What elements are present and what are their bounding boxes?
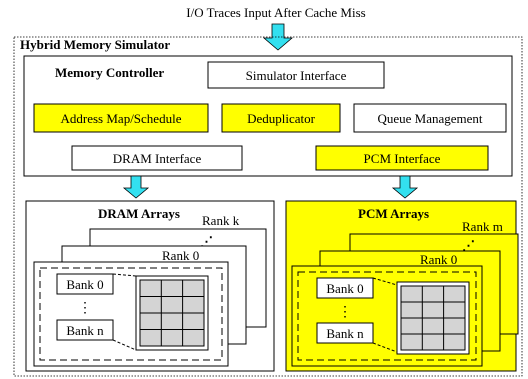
- address-map-box: [33, 103, 209, 133]
- pcm-cell-grid: [396, 281, 470, 355]
- dram-zoom-line-bottom: [112, 339, 137, 351]
- pcm-interface-label: PCM Interface: [364, 151, 441, 166]
- pcm-arrays-title: PCM Arrays: [358, 206, 429, 221]
- dram-interface-box: [71, 145, 243, 171]
- simulator-interface-label: Simulator Interface: [246, 68, 347, 83]
- dram-arrays-title: DRAM Arrays: [98, 206, 180, 221]
- dram-rank-dots: ⋰: [200, 234, 213, 249]
- pcm-bank-n-label: Bank n: [326, 326, 364, 341]
- dram-rank-0-label: Rank 0: [162, 248, 199, 263]
- simulator-frame: [13, 36, 523, 377]
- dram-cell-grid: [135, 275, 209, 351]
- dram-interface-label: DRAM Interface: [113, 151, 202, 166]
- dram-bank-n-label: Bank n: [66, 323, 104, 338]
- deduplicator-box: [221, 103, 341, 133]
- dram-zoom-line-top: [112, 273, 137, 277]
- queue-management-label: Queue Management: [377, 111, 482, 126]
- pcm-bank-0: [316, 277, 374, 299]
- dram-arrow: [122, 175, 150, 199]
- address-map-label: Address Map/Schedule: [61, 111, 182, 126]
- pcm-bank-0-label: Bank 0: [326, 281, 363, 296]
- simulator-interface-box: [207, 61, 385, 89]
- pcm-zoom-line-bottom: [372, 342, 398, 353]
- queue-management-box: [353, 103, 507, 133]
- dram-bank-0-label: Bank 0: [66, 277, 103, 292]
- pcm-zoom-line-top: [372, 277, 398, 286]
- deduplicator-label: Deduplicator: [247, 111, 316, 126]
- pcm-rank-0-label: Rank 0: [420, 252, 457, 267]
- dram-bank-n: [56, 319, 114, 341]
- pcm-rank-dots: ⋰: [462, 238, 475, 253]
- pcm-rank-0-dashed: [297, 271, 477, 361]
- dram-bank-dots: ⋮: [78, 301, 92, 316]
- pcm-bank-n: [316, 322, 374, 344]
- simulator-title: Hybrid Memory Simulator: [20, 37, 170, 52]
- pcm-bank-dots: ⋮: [338, 305, 352, 320]
- dram-bank-0: [56, 273, 114, 295]
- pcm-interface-box: [315, 145, 489, 171]
- pcm-rank-m-label: Rank m: [462, 219, 503, 234]
- pcm-arrow: [391, 175, 419, 199]
- memory-controller-title: Memory Controller: [55, 65, 164, 80]
- dram-rank-0-dashed: [39, 267, 223, 361]
- dram-rank-k-label: Rank k: [202, 213, 240, 228]
- input-label: I/O Traces Input After Cache Miss: [186, 5, 365, 20]
